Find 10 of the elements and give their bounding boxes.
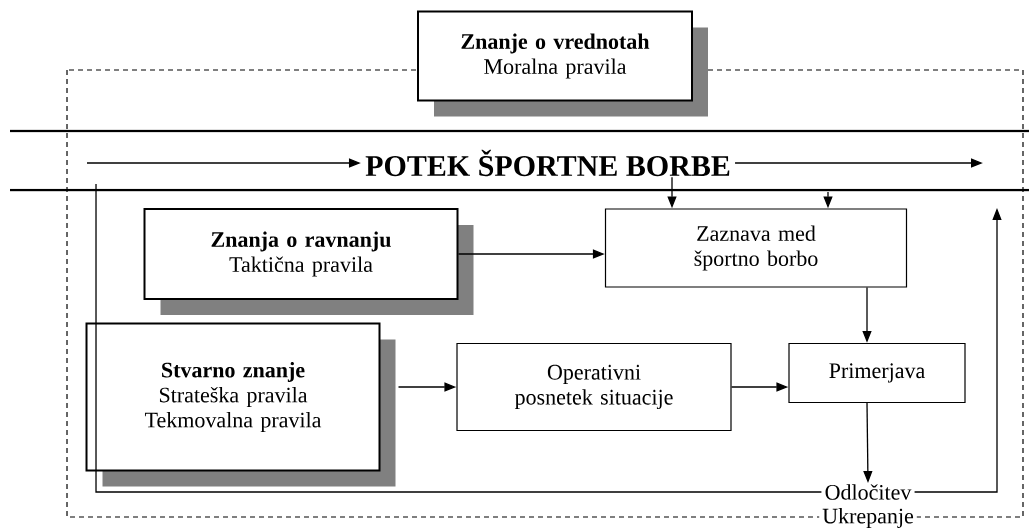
knowledge-box: Znanja o ravnanju Taktična pravila [143,208,474,315]
knowledge-box: Znanje o vrednotah Moralna pravila [417,10,708,117]
process-box: Operativni posnetek situacije [456,342,732,432]
connector-line [95,183,823,493]
step-label: Odločitev [821,483,915,501]
band-title: POTEK ŠPORTNE BORBE [361,148,735,178]
step-label: Ukrepanje [819,507,917,529]
process-box: Primerjava [788,342,966,404]
process-box: Zaznava med športno borbo [604,208,908,288]
knowledge-box: Stvarno znanje Strateška pravila Tekmovalna pravila [85,322,396,487]
